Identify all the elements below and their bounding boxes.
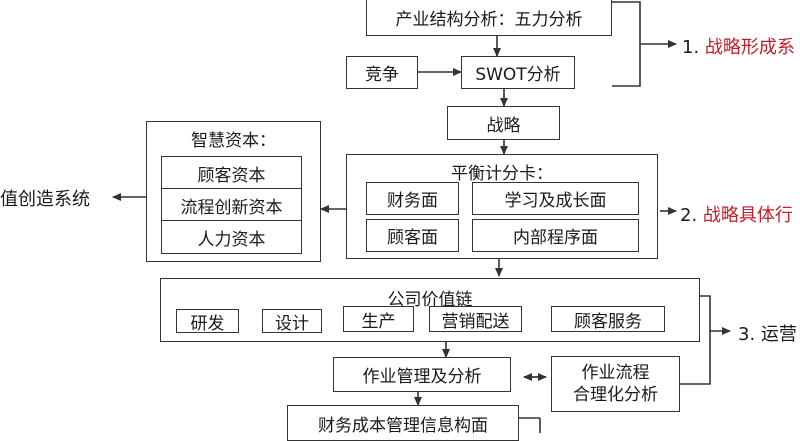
- stage2-title: 战略具体行: [702, 205, 793, 226]
- process-innovation-capital-box: 流程创新资本: [161, 188, 302, 222]
- chain-design-box: 设计: [262, 309, 322, 334]
- customer-capital-box: 顾客资本: [161, 156, 302, 190]
- finance-cost-info-box: 财务成本管理信息构面: [287, 405, 519, 441]
- balanced-scorecard-title: 平衡计分卡：: [451, 164, 553, 184]
- chain-marketing-box: 营销配送: [429, 306, 522, 332]
- process-rationalization-box: 作业流程 合理化分析: [551, 356, 680, 412]
- stage2-label: 2. 战略具体行: [680, 201, 793, 227]
- process-line2: 合理化分析: [573, 385, 658, 405]
- human-capital-box: 人力资本: [161, 220, 302, 254]
- stage1-title: 战略形成系: [704, 37, 795, 58]
- customer-perspective-box: 顾客面: [366, 219, 459, 252]
- learning-growth-box: 学习及成长面: [472, 182, 639, 215]
- intellectual-capital-title: 智慧资本：: [191, 131, 276, 151]
- value-creation-system-label: 值创造系统: [0, 189, 90, 210]
- chain-service-box: 顾客服务: [551, 306, 665, 332]
- finance-perspective-box: 财务面: [366, 182, 459, 215]
- internal-process-box: 内部程序面: [472, 219, 639, 252]
- value-chain-title: 公司价值链: [387, 290, 473, 310]
- competition-box: 竞争: [346, 56, 418, 89]
- chain-rnd-box: 研发: [176, 309, 239, 334]
- stage1-number: 1.: [682, 37, 705, 58]
- strategy-box: 战略: [447, 106, 560, 140]
- stage2-number: 2.: [680, 205, 703, 226]
- process-line1: 作业流程: [581, 363, 650, 383]
- chain-production-box: 生产: [343, 306, 414, 332]
- industry-structure-box: 产业结构分析：五力分析: [366, 0, 612, 36]
- stage3-label: 3. 运营: [738, 324, 797, 345]
- activity-management-box: 作业管理及分析: [333, 357, 511, 392]
- stage1-label: 1. 战略形成系: [682, 33, 795, 59]
- swot-box: SWOT分析: [461, 56, 575, 89]
